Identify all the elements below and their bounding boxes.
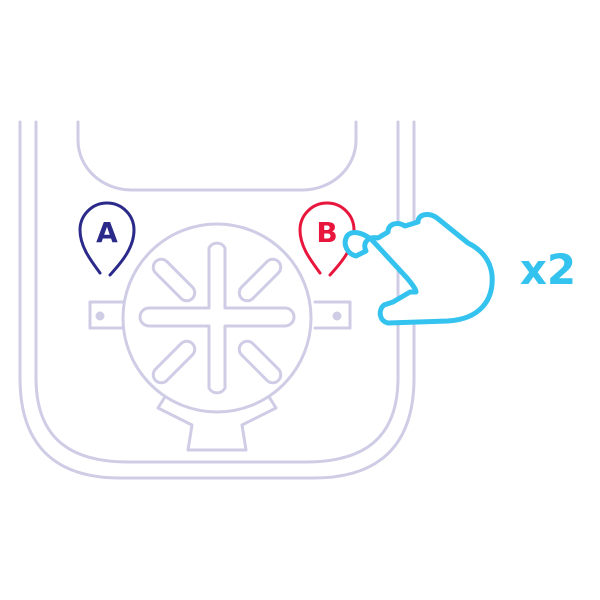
dpad-ring: [121, 222, 313, 414]
dpad-slot-ll: [151, 339, 197, 385]
dpad-cross: [138, 241, 296, 395]
button-a-label: A: [96, 216, 118, 249]
controller-body-inner: [34, 120, 400, 464]
mount-bracket: [88, 300, 352, 330]
mount-hole-right: [332, 311, 342, 321]
button-b-label: B: [316, 216, 337, 249]
mount-hole-left: [95, 311, 105, 321]
pointing-hand-icon: [342, 212, 495, 326]
dpad-slot-ul: [151, 257, 197, 303]
map-pin-icon: [78, 201, 136, 277]
screen-window: [76, 120, 358, 192]
repeat-count-label: x2: [520, 245, 576, 294]
dpad-slot-lr: [237, 339, 283, 385]
stand-base: [156, 390, 278, 452]
controller-body-outer: [18, 120, 416, 480]
controller-outline: [18, 120, 416, 480]
button-a-marker: A: [78, 201, 136, 277]
dpad-slot-ur: [237, 257, 283, 303]
hand-shape: [342, 212, 495, 326]
